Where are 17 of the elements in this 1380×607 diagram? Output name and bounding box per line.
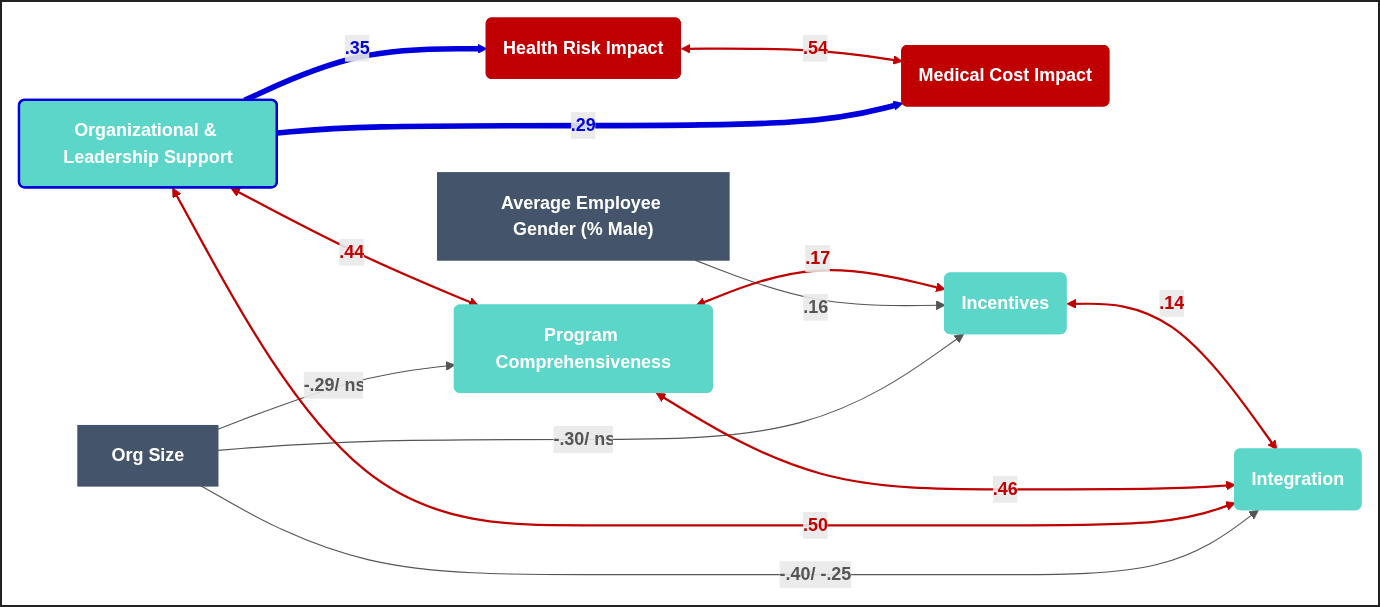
arrow	[217, 334, 965, 452]
edge-label: .35	[344, 38, 370, 58]
edge-label: .14	[1159, 293, 1185, 313]
edge-label: .54	[802, 38, 828, 58]
arrow	[277, 101, 904, 137]
node-box: Average Employee Gender (% Male)	[437, 172, 730, 262]
edge-label: -.40/ -.25	[779, 565, 852, 585]
arrow	[172, 188, 1236, 527]
arrow	[200, 485, 1259, 576]
edge-label: .16	[803, 297, 829, 317]
edge-label: .44	[339, 242, 365, 262]
edge-label: .46	[992, 479, 1018, 499]
node-box: Org Size	[77, 425, 219, 488]
edge-label: .17	[805, 248, 831, 268]
edge-label: .50	[802, 515, 828, 535]
edge-label: .29	[570, 115, 596, 136]
arrow	[1066, 299, 1278, 451]
